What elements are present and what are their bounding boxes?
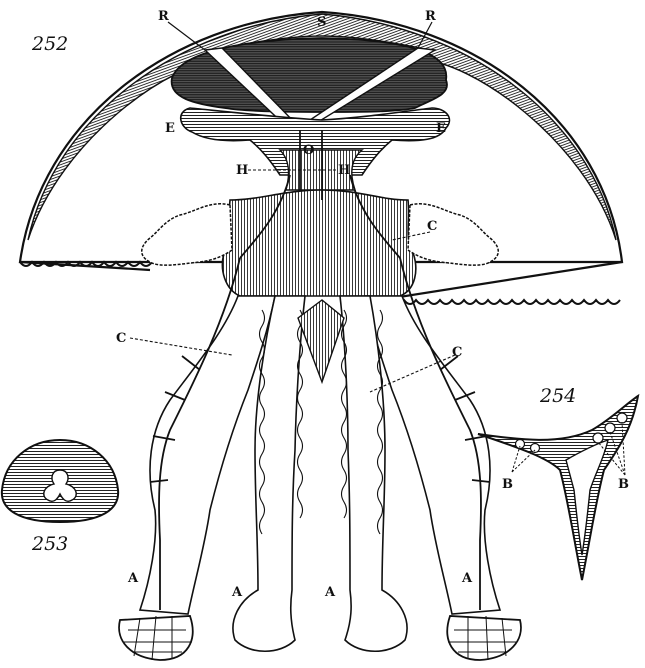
label-R-left: R <box>158 9 169 24</box>
figure-number-253: 253 <box>31 533 68 555</box>
figure-252: 252 S R R E E O H H C C C A A A A <box>20 9 622 660</box>
figure-number-254: 254 <box>539 385 576 407</box>
label-B-left: B <box>502 477 513 492</box>
label-S: S <box>317 15 326 30</box>
label-A-inner-left: A <box>231 585 243 600</box>
label-C-left: C <box>116 331 126 346</box>
label-E-left: E <box>165 121 175 136</box>
label-A-inner-right: A <box>324 585 336 600</box>
label-E-right: E <box>436 121 446 136</box>
label-C-upper: C <box>427 219 437 234</box>
figure-253: 253 <box>2 440 118 555</box>
pore-3 <box>593 433 603 443</box>
pore-4 <box>605 423 615 433</box>
central-mouth-diamond <box>298 300 344 382</box>
netted-tip-right <box>447 616 521 660</box>
figure-number-252: 252 <box>31 33 68 55</box>
label-O: O <box>303 143 314 158</box>
pore-5 <box>617 413 627 423</box>
label-A-outer-left: A <box>127 571 139 586</box>
label-A-outer-right: A <box>461 571 473 586</box>
label-H-left: H <box>236 163 248 178</box>
label-B-right: B <box>618 477 629 492</box>
label-C-right: C <box>452 345 462 360</box>
pore-2 <box>531 444 540 453</box>
label-H-right: H <box>338 163 350 178</box>
figure-254: 254 B B <box>478 385 638 580</box>
label-R-right: R <box>425 9 436 24</box>
